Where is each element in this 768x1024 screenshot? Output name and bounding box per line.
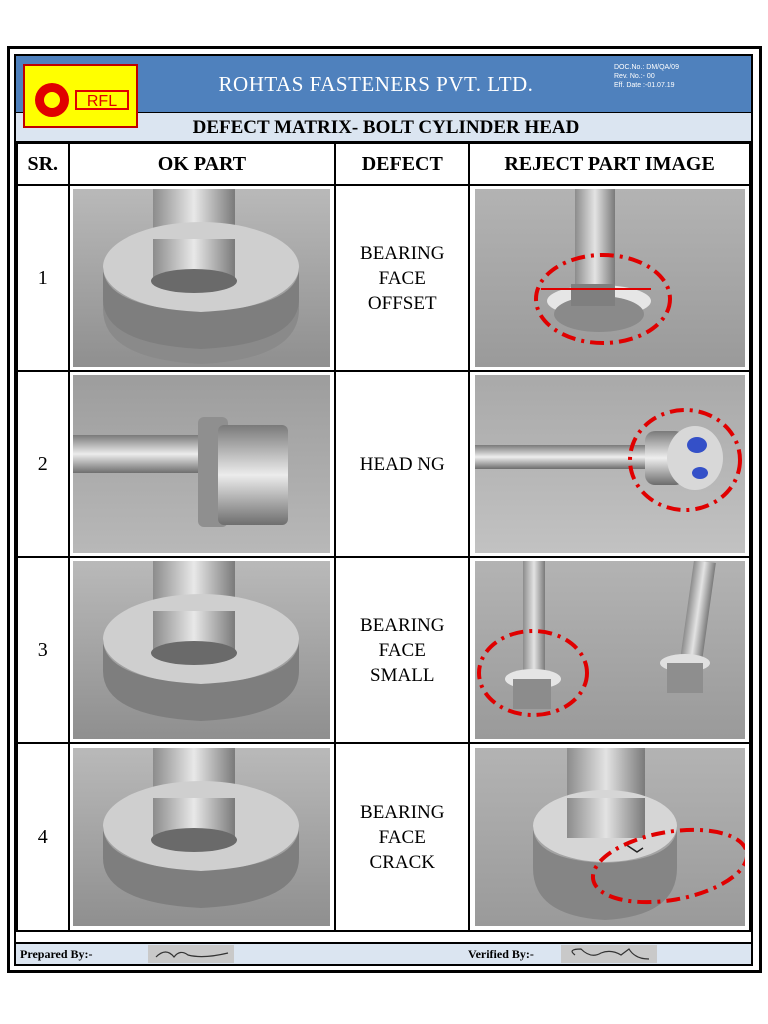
- defect-description: HEAD NG: [334, 370, 471, 558]
- serial-number: 2: [16, 370, 70, 558]
- verified-by-label: Verified By:-: [468, 947, 534, 961]
- defect-line: OFFSET: [367, 292, 437, 314]
- defect-line: FACE: [378, 826, 426, 848]
- company-logo: RFL: [23, 64, 138, 128]
- defect-line: HEAD NG: [359, 453, 445, 475]
- serial-number: 3: [16, 556, 70, 744]
- table-header-row: SR. OK PART DEFECT REJECT PART IMAGE: [16, 142, 751, 186]
- effective-date: Eff. Date :-01.07.19: [614, 82, 675, 89]
- ok-part-cell: [67, 742, 337, 932]
- defect-description: BEARING FACE CRACK: [334, 742, 471, 932]
- ok-part-photo: [73, 748, 331, 926]
- column-header-sr: SR.: [16, 142, 70, 186]
- ok-part-cell: [67, 184, 337, 372]
- subtitle-bar: DEFECT MATRIX- BOLT CYLINDER HEAD: [16, 112, 751, 142]
- reject-part-photo: [474, 748, 745, 926]
- defect-description: BEARING FACE SMALL: [334, 556, 471, 744]
- document-subtitle: DEFECT MATRIX- BOLT CYLINDER HEAD: [192, 117, 580, 138]
- document-outer-border: [7, 46, 762, 973]
- revision-number: Rev. No.:- 00: [614, 73, 655, 80]
- table-row: 2 HEAD NG: [16, 370, 751, 558]
- logo-emblem-icon: [35, 83, 69, 117]
- column-header-defect: DEFECT: [334, 142, 471, 186]
- reject-part-cell: [468, 370, 751, 558]
- reject-part-photo: [474, 189, 745, 367]
- company-name: ROHTAS FASTENERS PVT. LTD.: [218, 72, 534, 96]
- reject-part-cell: [468, 556, 751, 744]
- prepared-signature: [148, 945, 234, 963]
- logo-text: RFL: [75, 90, 129, 110]
- verified-signature: [561, 945, 657, 963]
- defect-line: BEARING: [360, 242, 445, 264]
- document-info: DOC.No.: DM/QA/09 Rev. No.:- 00 Eff. Dat…: [614, 63, 679, 90]
- doc-number: DOC.No.: DM/QA/09: [614, 64, 679, 71]
- defect-matrix-document: ROHTAS FASTENERS PVT. LTD. DOC.No.: DM/Q…: [14, 54, 753, 966]
- defect-line: BEARING: [360, 614, 445, 636]
- reject-part-photo: [474, 561, 745, 739]
- defect-line: CRACK: [369, 851, 435, 873]
- defect-line: SMALL: [370, 664, 435, 686]
- ok-part-cell: [67, 556, 337, 744]
- document-header: ROHTAS FASTENERS PVT. LTD. DOC.No.: DM/Q…: [16, 56, 751, 112]
- reject-part-cell: [468, 184, 751, 372]
- defect-matrix-table: SR. OK PART DEFECT REJECT PART IMAGE 1: [16, 142, 751, 932]
- defect-line: BEARING: [360, 801, 445, 823]
- reject-part-photo: [474, 375, 745, 553]
- prepared-by-label: Prepared By:-: [20, 947, 93, 961]
- ok-part-photo: [73, 561, 331, 739]
- ok-part-cell: [67, 370, 337, 558]
- serial-number: 1: [16, 184, 70, 372]
- defect-description: BEARING FACE OFFSET: [334, 184, 471, 372]
- reject-part-cell: [468, 742, 751, 932]
- serial-number: 4: [16, 742, 70, 932]
- ok-part-photo: [73, 189, 331, 367]
- table-row: 1: [16, 184, 751, 372]
- defect-line: FACE: [378, 267, 426, 289]
- defect-line: FACE: [378, 639, 426, 661]
- table-row: 4 BEARING FACE CRACK: [16, 742, 751, 932]
- signature-footer: Prepared By:- Verified By:-: [16, 942, 751, 964]
- ok-part-photo: [73, 375, 331, 553]
- column-header-ok-part: OK PART: [67, 142, 337, 186]
- column-header-reject-image: REJECT PART IMAGE: [468, 142, 751, 186]
- table-row: 3 BEARING FACE SMALL: [16, 556, 751, 744]
